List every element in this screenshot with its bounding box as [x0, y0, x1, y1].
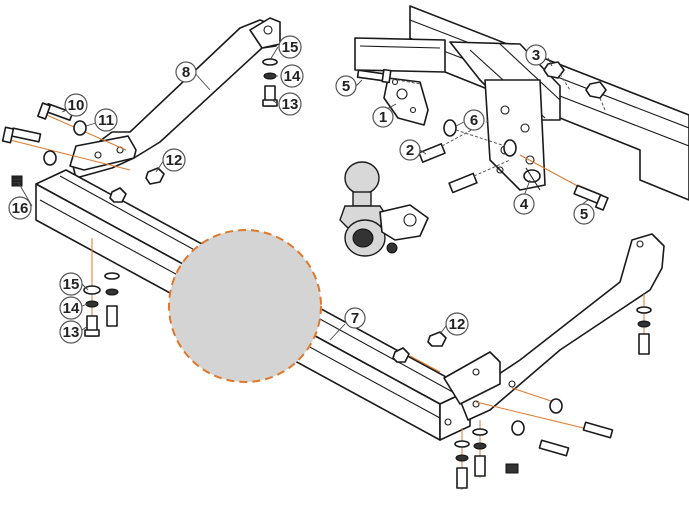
callout-8-label: 8	[182, 64, 190, 81]
callout-10-label: 10	[68, 97, 85, 114]
callout-12-left-label: 12	[166, 152, 183, 169]
placeholder-circle	[168, 229, 322, 383]
callout-2: 2	[399, 139, 421, 161]
callout-14-top: 14	[280, 64, 304, 88]
callout-7-label: 7	[351, 310, 359, 327]
callout-6: 6	[463, 109, 485, 131]
callout-14-top-label: 14	[284, 68, 301, 85]
callout-11: 11	[94, 108, 118, 132]
right-side-arm	[443, 233, 665, 426]
callout-12-right-label: 12	[449, 316, 466, 333]
lower-left-fixing-stack	[83, 238, 120, 337]
chassis-fixings	[356, 61, 609, 211]
callout-16: 16	[8, 196, 32, 220]
callout-4: 4	[513, 193, 535, 215]
callout-5-right-label: 5	[580, 206, 588, 223]
callout-5-right: 5	[573, 203, 595, 225]
callout-2-label: 2	[406, 142, 414, 159]
right-end-fixing-stack	[636, 294, 652, 355]
callout-13-top: 13	[278, 92, 302, 116]
callout-16-label: 16	[12, 200, 29, 217]
callout-15-bottom: 15	[59, 272, 83, 296]
callout-13-top-label: 13	[282, 96, 299, 113]
callout-13-bottom-label: 13	[63, 324, 80, 341]
callout-7: 7	[344, 307, 366, 329]
callout-5-upper-label: 5	[342, 78, 350, 95]
callout-15-bottom-label: 15	[63, 276, 80, 293]
callout-3-label: 3	[532, 47, 540, 64]
callout-14-bottom-label: 14	[63, 300, 80, 317]
left-side-arm	[69, 17, 281, 179]
callout-4-label: 4	[520, 196, 529, 213]
callout-12-left: 12	[162, 148, 186, 172]
tow-ball	[339, 161, 429, 257]
callout-15-top: 15	[278, 35, 302, 59]
callout-14-bottom: 14	[59, 296, 83, 320]
left-fixings	[1, 102, 165, 203]
callout-8: 8	[175, 61, 197, 83]
callout-11-label: 11	[98, 112, 114, 129]
top-fixing-stack	[262, 58, 278, 107]
callout-6-label: 6	[470, 112, 478, 129]
callout-13-bottom: 13	[59, 320, 83, 344]
callout-15-top-label: 15	[282, 39, 299, 56]
callout-1-label: 1	[379, 109, 387, 126]
callout-10: 10	[64, 93, 88, 117]
vehicle-chassis-rail	[354, 5, 689, 201]
callout-1: 1	[372, 106, 394, 128]
lower-right-fixings	[392, 331, 614, 490]
callout-12-right: 12	[445, 312, 469, 336]
mounting-plate	[383, 77, 429, 126]
callout-3: 3	[525, 44, 547, 66]
callout-5-upper: 5	[335, 75, 357, 97]
